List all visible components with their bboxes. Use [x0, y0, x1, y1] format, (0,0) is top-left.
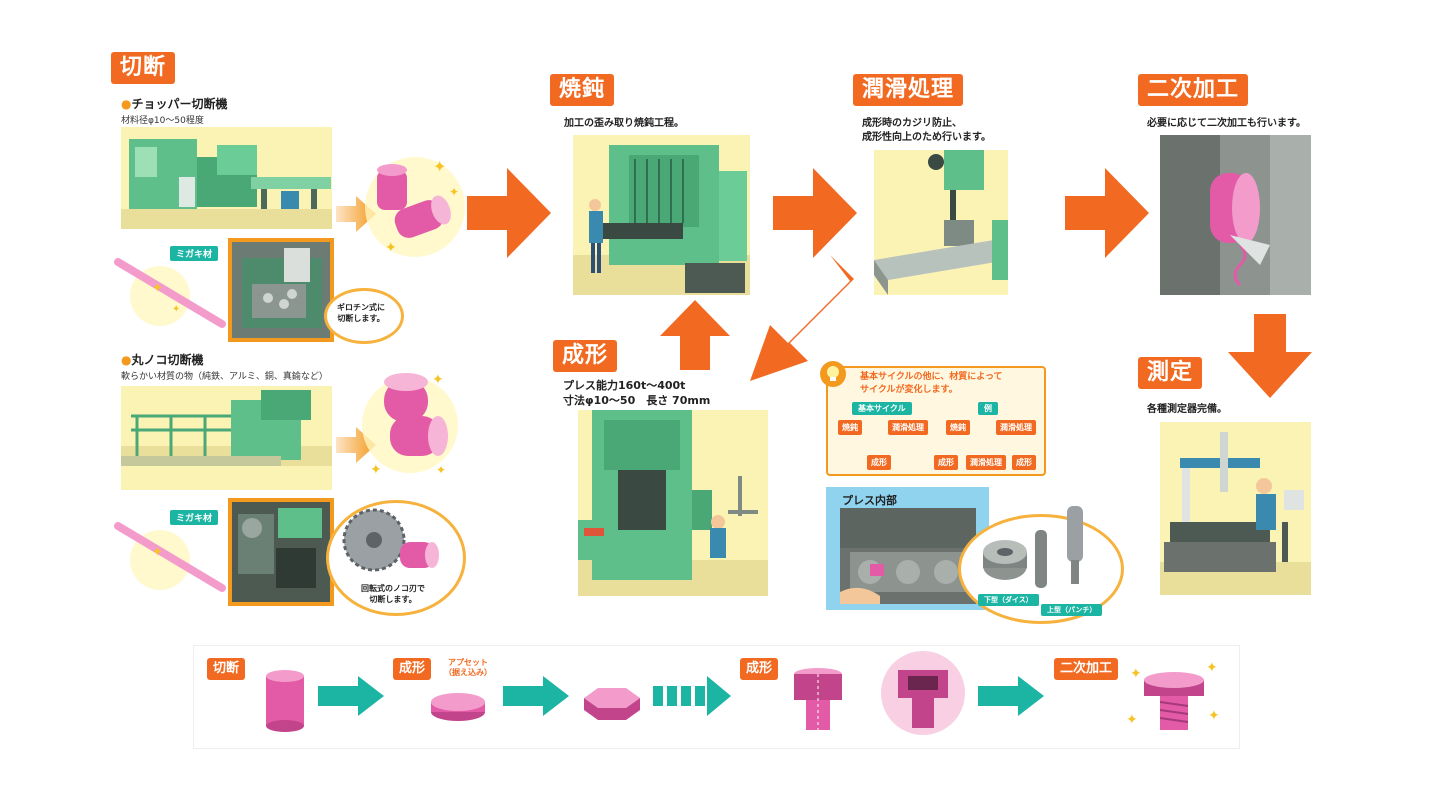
svg-text:✦: ✦: [152, 281, 163, 296]
cycle-example-form-1: 成形: [934, 455, 958, 470]
svg-text:✦: ✦: [172, 304, 180, 315]
measurement-illustration: [1160, 422, 1311, 595]
section-title-cutting: 切断: [111, 52, 176, 84]
die-parts: [983, 506, 1083, 588]
press-inside-image: [840, 508, 976, 604]
forming-press-illustration: [578, 410, 768, 596]
forming-line-1: プレス能力160t～400t: [563, 379, 686, 392]
saw-desc: 軟らかい材質の物（純鉄、アルミ、銅、真鍮など）: [121, 372, 328, 382]
lightbulb-icon: [820, 361, 846, 387]
lubrication-illustration: [874, 150, 1008, 295]
bottom-part-finished: ✦ ✦ ✦ ✦: [1126, 660, 1220, 730]
section-title-lubrication: 潤滑処理: [853, 74, 964, 106]
flow-arrow-lube-to-secondary: [1065, 168, 1149, 258]
chopper-rod: ✦✦: [114, 258, 226, 328]
bottom-tag-form-2: 成形: [740, 658, 779, 680]
svg-text:✦: ✦: [1206, 660, 1218, 676]
chopper-machine-illustration: [121, 127, 332, 229]
cycle-basic-anneal: 焼鈍: [838, 420, 862, 435]
cycle-basic-header: 基本サイクル: [852, 402, 912, 415]
saw-blade-icon: [342, 508, 439, 572]
secondary-illustration: [1160, 135, 1311, 295]
svg-text:✦: ✦: [152, 545, 163, 560]
bottom-part-formed: [794, 668, 842, 730]
saw-rod: ✦: [114, 522, 226, 592]
forming-line-2: 寸法φ10～50 長さ 70mm: [563, 394, 711, 407]
secondary-desc: 必要に応じて二次加工も行います。: [1147, 118, 1306, 129]
bottom-arrow-3: [978, 676, 1044, 716]
measurement-desc: 各種測定器完備。: [1147, 404, 1227, 415]
svg-text:✦: ✦: [436, 463, 446, 477]
saw-machine-illustration: [121, 386, 332, 490]
svg-text:✦: ✦: [433, 157, 446, 176]
cycle-example-anneal: 焼鈍: [946, 420, 970, 435]
chopper-desc: 材料径φ10～50程度: [121, 116, 204, 126]
bottom-arrow-2: [503, 676, 569, 716]
bottom-arrow-dashed: [653, 676, 731, 716]
cycle-example-header: 例: [978, 402, 998, 415]
bottom-part-upset: [431, 693, 485, 721]
lubrication-desc-2: 成形性向上のため行います。: [862, 132, 991, 143]
section-title-forming: 成形: [553, 340, 618, 372]
svg-text:✦: ✦: [370, 462, 382, 478]
cycle-example-lube-2: 潤滑処理: [966, 455, 1006, 470]
svg-text:✦: ✦: [432, 372, 444, 388]
cycle-text-2: サイクルが変化します。: [860, 385, 958, 395]
chopper-cut-parts: ✦✦✦: [365, 157, 465, 257]
chopper-bubble-text: ギロチン式に 切断します。: [337, 303, 385, 323]
lower-die-label: 下型（ダイス）: [978, 594, 1039, 606]
cycle-basic-lube: 潤滑処理: [888, 420, 928, 435]
section-title-annealing: 焼鈍: [550, 74, 615, 106]
cycle-basic-form: 成形: [867, 455, 891, 470]
chopper-material-label: ミガキ材: [170, 246, 219, 261]
svg-text:✦: ✦: [1208, 708, 1220, 724]
bottom-part-billet: [266, 670, 304, 732]
bottom-arrow-1: [318, 676, 384, 716]
bottom-tag-secondary: 二次加工: [1054, 658, 1119, 680]
saw-bubble-text: 回転式のノコ刃で 切断します。: [361, 584, 425, 604]
cycle-example-lube-1: 潤滑処理: [996, 420, 1036, 435]
cycle-example-form-2: 成形: [1012, 455, 1036, 470]
upper-die-label: 上型（パンチ）: [1041, 604, 1103, 616]
bottom-upset-label: アプセット （据え込み）: [444, 658, 492, 677]
annealing-illustration: [573, 135, 750, 295]
cycle-text-1: 基本サイクルの他に、材質によって: [860, 372, 1003, 382]
bottom-part-section-bubble: [881, 651, 965, 735]
press-inside-title: プレス内部: [842, 494, 897, 507]
svg-text:✦: ✦: [1130, 666, 1142, 682]
flow-arrow-secondary-to-measure: [1228, 314, 1312, 398]
flow-arrow-cut-to-anneal: [467, 168, 551, 258]
bottom-tag-cut: 切断: [207, 658, 246, 680]
bottom-part-hex: [584, 688, 640, 720]
saw-cut-parts: ✦ ✦ ✦: [362, 372, 458, 478]
chopper-title: ●チョッパー切断機: [121, 97, 228, 111]
annealing-desc: 加工の歪み取り焼鈍工程。: [564, 118, 684, 129]
saw-title: ●丸ノコ切断機: [121, 353, 204, 367]
chopper-inside-closeup: [228, 238, 334, 342]
saw-material-label: ミガキ材: [170, 510, 219, 525]
bottom-tag-form-1: 成形: [393, 658, 432, 680]
svg-text:✦: ✦: [1126, 712, 1138, 728]
flow-arrow-anneal-to-lube: [773, 168, 857, 258]
svg-text:✦: ✦: [385, 240, 397, 256]
svg-text:✦: ✦: [449, 185, 459, 199]
lubrication-desc-1: 成形時のカジリ防止、: [862, 118, 962, 129]
chopper-bubble: [324, 288, 404, 344]
section-title-measurement: 測定: [1138, 357, 1203, 389]
flow-arrow-forming-to-anneal: [660, 300, 730, 370]
saw-inside-closeup: [228, 498, 334, 606]
flow-arrow-lube-to-forming: [750, 255, 854, 381]
section-title-secondary: 二次加工: [1138, 74, 1249, 106]
